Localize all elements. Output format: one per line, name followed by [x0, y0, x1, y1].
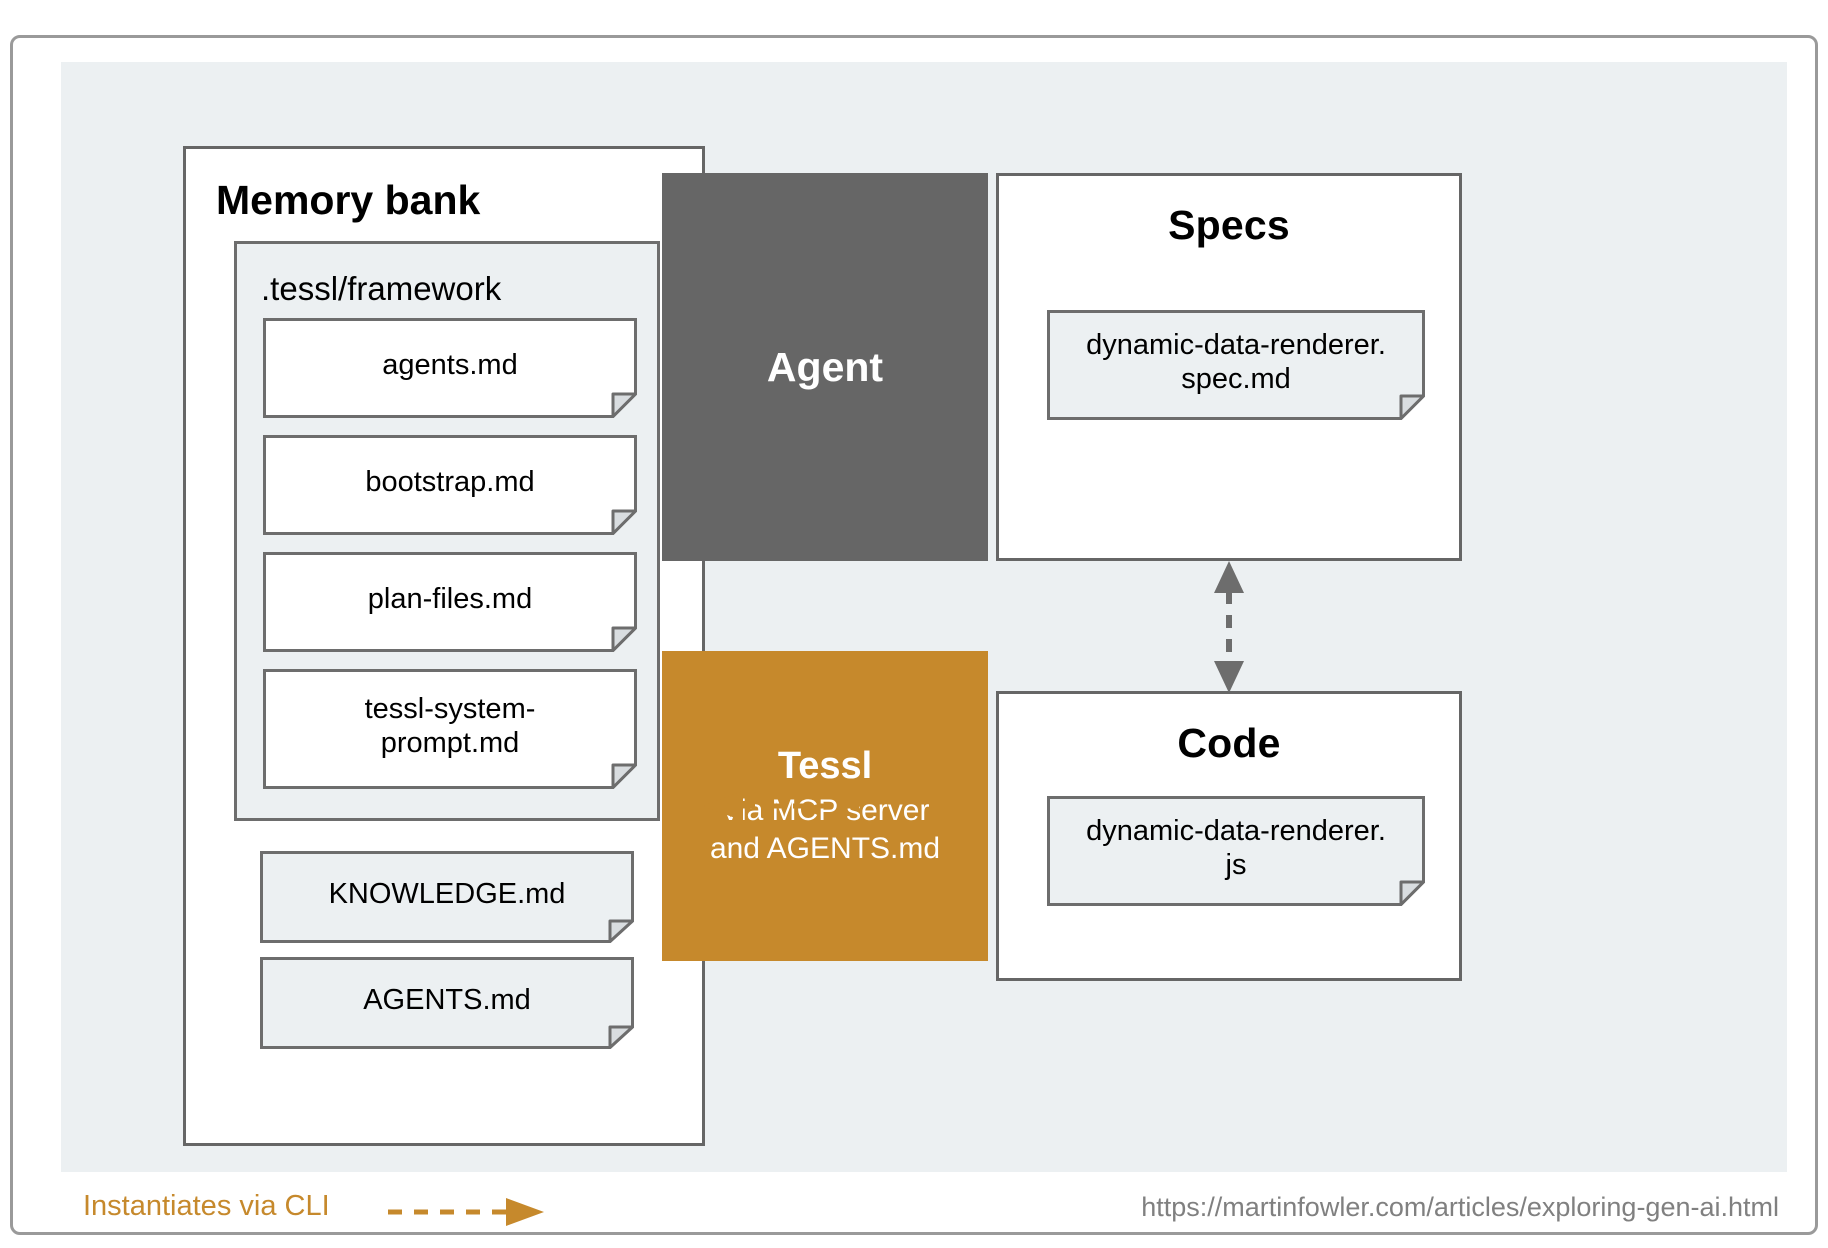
note-label: tessl-system- prompt.md [364, 692, 536, 759]
note-card-plan-files-md[interactable]: plan-files.md [263, 552, 637, 652]
note-label: AGENTS.md [363, 983, 531, 1016]
code-title: Code [1177, 720, 1281, 766]
note-card-spec-md[interactable]: dynamic-data-renderer. spec.md [1047, 310, 1425, 420]
note-label: bootstrap.md [365, 465, 535, 498]
note-label: agents.md [382, 348, 518, 381]
note-card-bootstrap-md[interactable]: bootstrap.md [263, 435, 637, 535]
legend-arrow-icon [388, 1198, 544, 1226]
note-card-agents-root-md[interactable]: AGENTS.md [260, 957, 634, 1049]
legend: Instantiates via CLI https://martinfowle… [61, 1184, 1787, 1236]
tessl-subtitle: Via MCP server and AGENTS.md [709, 794, 941, 865]
note-label: plan-files.md [367, 582, 533, 615]
memory-bank-container: Memory bank .tessl/framework agents.md [183, 146, 705, 1146]
note-label: dynamic-data-renderer. js [1086, 814, 1386, 881]
note-label: dynamic-data-renderer. spec.md [1086, 328, 1386, 395]
note-label: KNOWLEDGE.md [328, 877, 566, 910]
note-card-knowledge-md[interactable]: KNOWLEDGE.md [260, 851, 634, 943]
tessl-framework-label: .tessl/framework [261, 270, 502, 307]
tessl-title: Tessl [777, 745, 873, 787]
agent-label: Agent [766, 343, 884, 390]
diagram-frame: Memory bank .tessl/framework agents.md [10, 35, 1818, 1235]
tessl-framework-group: .tessl/framework agents.md bootstrap. [234, 241, 660, 821]
specs-container: Specs dynamic-data-renderer. spec.md [996, 173, 1462, 561]
memory-bank-title: Memory bank [216, 177, 481, 223]
agent-box[interactable]: Agent [662, 173, 988, 561]
source-url: https://martinfowler.com/articles/explor… [1141, 1192, 1779, 1222]
arrow-specs-code [1214, 561, 1244, 693]
note-card-renderer-js[interactable]: dynamic-data-renderer. js [1047, 796, 1425, 906]
code-container: Code dynamic-data-renderer. js [996, 691, 1462, 981]
specs-title: Specs [1168, 202, 1290, 248]
note-card-tessl-system-prompt-md[interactable]: tessl-system- prompt.md [263, 669, 637, 789]
diagram-canvas: Memory bank .tessl/framework agents.md [61, 62, 1787, 1172]
legend-label: Instantiates via CLI [83, 1190, 330, 1222]
arrow-tessl-memory-bank [703, 791, 863, 821]
note-card-agents-md[interactable]: agents.md [263, 318, 637, 418]
